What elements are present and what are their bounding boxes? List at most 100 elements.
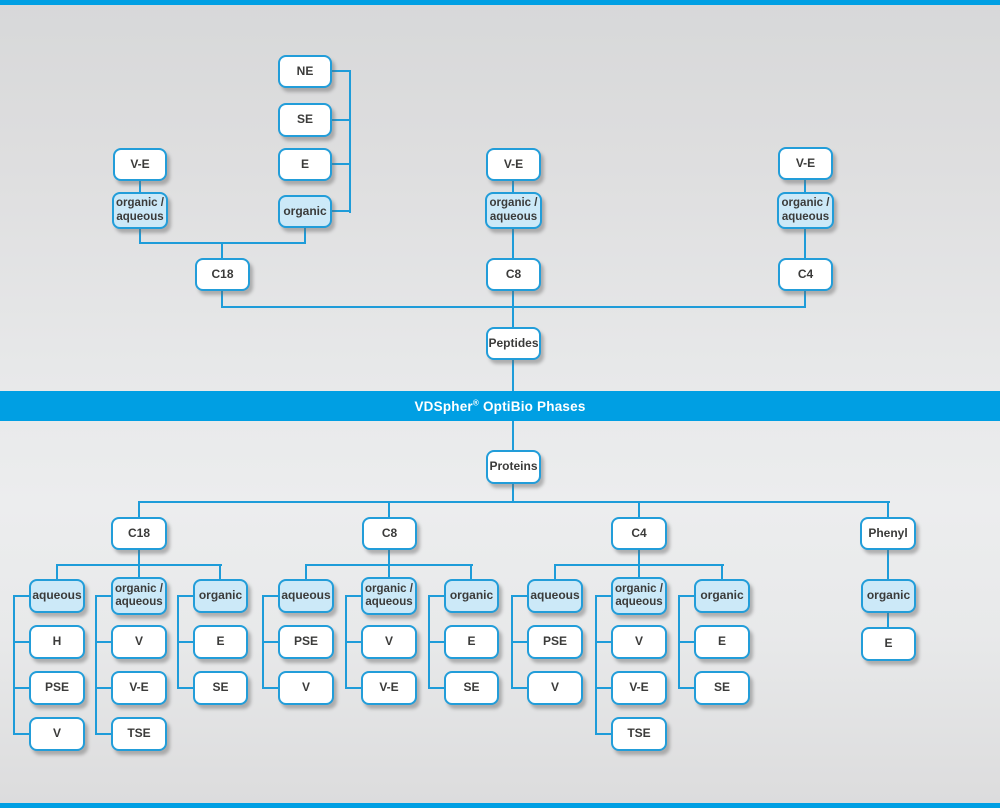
proteins-c4-organic-node: organic	[694, 579, 750, 613]
connector-line	[177, 641, 194, 643]
leaf-node: V	[278, 671, 334, 705]
connector-line	[330, 119, 350, 121]
leaf-node: PSE	[29, 671, 85, 705]
connector-line	[95, 595, 97, 735]
leaf-node: SE	[694, 671, 750, 705]
leaf-node: E	[694, 625, 750, 659]
connector-line	[330, 210, 350, 212]
connector-line	[595, 687, 612, 689]
proteins-hub-node: Proteins	[486, 450, 541, 484]
connector-line	[95, 641, 112, 643]
banner-title: VDSpher® OptiBio Phases	[414, 398, 586, 414]
peptides-c18-organic-node: organic	[278, 195, 332, 228]
connector-line	[13, 595, 30, 597]
leaf-node: E	[193, 625, 248, 659]
connector-line	[95, 595, 112, 597]
leaf-node: TSE	[111, 717, 167, 751]
connector-line	[139, 180, 141, 193]
connector-line	[262, 595, 279, 597]
connector-line	[345, 595, 362, 597]
leaf-node: SE	[193, 671, 248, 705]
connector-line	[511, 641, 528, 643]
leaf-node: V-E	[111, 671, 167, 705]
leaf-node: V	[29, 717, 85, 751]
connector-line	[221, 242, 223, 259]
proteins-c18-organic-node: organic	[193, 579, 248, 613]
peptides-rail-e-node: E	[278, 148, 332, 181]
connector-line	[345, 687, 362, 689]
connector-line	[512, 306, 514, 328]
peptides-rail-se-node: SE	[278, 103, 332, 137]
connector-line	[330, 163, 350, 165]
peptides-c4-ve-node: V-E	[778, 147, 833, 180]
leaf-node: PSE	[527, 625, 583, 659]
bottom-white-strip	[0, 808, 1000, 812]
peptides-c18-organic-aqueous-node: organic / aqueous	[112, 192, 168, 229]
connector-line	[804, 179, 806, 193]
leaf-node: PSE	[278, 625, 334, 659]
connector-line	[95, 687, 112, 689]
connector-line	[512, 290, 514, 308]
connector-line	[13, 687, 30, 689]
peptides-c8-ve-node: V-E	[486, 148, 541, 181]
peptides-c18-node: C18	[195, 258, 250, 291]
connector-line	[804, 290, 806, 308]
connector-line	[512, 180, 514, 193]
peptides-hub-node: Peptides	[486, 327, 541, 360]
connector-line	[345, 641, 362, 643]
connector-line	[804, 228, 806, 259]
connector-line	[887, 612, 889, 628]
connector-line	[638, 549, 640, 566]
connector-line	[512, 359, 514, 392]
registered-mark: ®	[472, 398, 479, 407]
connector-line	[330, 70, 350, 72]
connector-line	[305, 564, 307, 580]
connector-line	[304, 227, 306, 244]
connector-line	[678, 687, 695, 689]
connector-line	[219, 564, 221, 580]
top-border-bar	[0, 0, 1000, 5]
connector-line	[428, 641, 445, 643]
connector-line	[177, 595, 194, 597]
leaf-node: V-E	[361, 671, 417, 705]
peptides-c18-ve-node: V-E	[113, 148, 167, 181]
connector-line	[138, 564, 140, 578]
connector-line	[138, 549, 140, 566]
leaf-node: V-E	[611, 671, 667, 705]
connector-line	[512, 228, 514, 259]
connector-line	[388, 549, 390, 566]
connector-line	[595, 595, 612, 597]
connector-line	[678, 641, 695, 643]
proteins-c8-node: C8	[362, 517, 417, 550]
connector-line	[887, 549, 889, 580]
connector-line	[595, 595, 597, 735]
proteins-c8-organic-aqueous-node: organic / aqueous	[361, 577, 417, 615]
connector-line	[595, 733, 612, 735]
leaf-node: V	[611, 625, 667, 659]
connector-line	[262, 641, 279, 643]
connector-line	[511, 687, 528, 689]
proteins-phenyl-organic-node: organic	[861, 579, 916, 613]
connector-line	[470, 564, 472, 580]
connector-line	[511, 595, 528, 597]
peptides-c4-organic-aqueous-node: organic / aqueous	[777, 192, 834, 229]
connector-line	[887, 501, 889, 518]
proteins-c4-node: C4	[611, 517, 667, 550]
connector-line	[221, 291, 223, 308]
connector-line	[138, 501, 890, 503]
connector-line	[13, 595, 15, 735]
leaf-node: H	[29, 625, 85, 659]
connector-line	[95, 733, 112, 735]
leaf-node: V	[111, 625, 167, 659]
proteins-c8-organic-node: organic	[444, 579, 499, 613]
connector-line	[595, 641, 612, 643]
peptides-c8-organic-aqueous-node: organic / aqueous	[485, 192, 542, 229]
connector-line	[428, 687, 445, 689]
connector-line	[428, 595, 445, 597]
connector-line	[512, 483, 514, 503]
proteins-c18-node: C18	[111, 517, 167, 550]
connector-line	[177, 687, 194, 689]
connector-line	[13, 733, 30, 735]
proteins-c8-aqueous-node: aqueous	[278, 579, 334, 613]
